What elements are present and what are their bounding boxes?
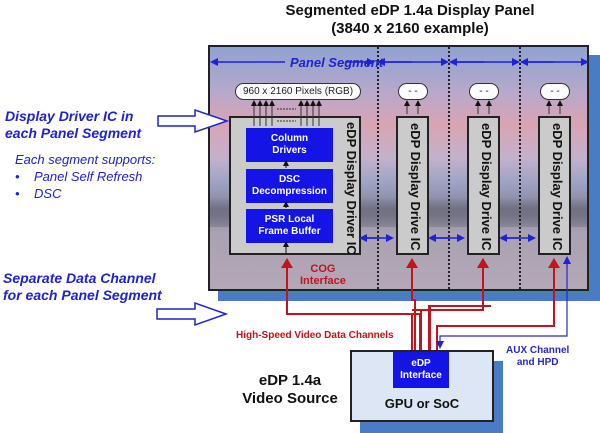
driver-ic-note: Display Driver IC in each Panel Segment (5, 108, 141, 142)
block-text: Decompression (251, 186, 328, 197)
source-line: Video Source (242, 390, 338, 407)
bullet-icon: • (15, 186, 20, 201)
source-line: eDP 1.4a (258, 372, 322, 389)
video-channel-3 (429, 258, 489, 350)
supports-item-dsc: • DSC (15, 186, 61, 202)
segment-3-ic-label: eDP Display Drive IC (479, 123, 494, 251)
video-channel-1 (281, 258, 413, 350)
aux-channel-label: AUX Channel and HPD (506, 345, 569, 369)
cog-line: COG (310, 263, 336, 275)
segment-2-ic-label: eDP Display Drive IC (408, 123, 423, 251)
cog-interface-label: COG Interface (300, 263, 346, 287)
supports-text: DSC (34, 186, 62, 201)
segment-1-ic-label: eDP Display Driver IC (344, 122, 359, 255)
segment-divider (448, 47, 450, 289)
block-text: DSC (278, 174, 301, 185)
segment-3-pixels: - - (469, 83, 499, 100)
note-line: for each Panel Segment (3, 287, 162, 303)
video-channel-4 (436, 258, 560, 350)
data-channel-note: Separate Data Channel for each Panel Seg… (3, 270, 162, 304)
video-data-channels-2 (406, 258, 560, 350)
interface-line: eDP (411, 358, 431, 369)
display-panel: Panel Segment 960 x 2160 Pixels (RGB) - … (208, 45, 589, 291)
note-line: Display Driver IC in (5, 108, 134, 124)
aux-line: AUX Channel (506, 345, 570, 356)
segment-3-driver-ic: eDP Display Drive IC (467, 116, 500, 255)
segment-1-pixels: 960 x 2160 Pixels (RGB) (235, 83, 361, 100)
block-text: Drivers (272, 145, 307, 156)
block-text: PSR Local (264, 214, 315, 225)
video-channel-2b (428, 305, 491, 350)
supports-item-psr: • Panel Self Refresh (15, 169, 142, 185)
block-text: Frame Buffer (258, 226, 321, 237)
panel-segment-label: Panel Segment (290, 55, 384, 70)
aux-channel-line (436, 256, 571, 349)
interface-line: Interface (400, 370, 442, 381)
gpu-soc-label: GPU or SoC (384, 396, 460, 411)
segment-4-pixels: - - (540, 83, 570, 100)
bullet-icon: • (15, 169, 20, 184)
data-channel-callout-arrow (156, 301, 229, 327)
note-line: each Panel Segment (5, 125, 142, 141)
pixel-output-arrows (251, 100, 563, 126)
video-source-label: eDP 1.4a Video Source (230, 372, 350, 408)
segment-divider (377, 47, 379, 289)
segment-2-driver-ic: eDP Display Drive IC (396, 116, 429, 255)
block-text: Column (270, 133, 309, 144)
segment-2-pixels: - - (398, 83, 428, 100)
video-channels-label: High-Speed Video Data Channels (236, 330, 394, 341)
note-line: Separate Data Channel (3, 270, 156, 286)
title-line-2: (3840 x 2160 example) (331, 20, 489, 37)
supports-text: Panel Self Refresh (34, 169, 143, 184)
aux-line: and HPD (516, 357, 559, 368)
cog-line: Interface (300, 275, 346, 287)
diagram-title: Segmented eDP 1.4a Display Panel (3840 x… (220, 2, 600, 38)
segment-4-ic-label: eDP Display Drive IC (550, 123, 565, 251)
title-line-1: Segmented eDP 1.4a Display Panel (285, 2, 535, 19)
driver-ic-callout-arrow (157, 108, 230, 134)
video-channel-2-up (406, 258, 418, 350)
supports-intro: Each segment supports: (15, 152, 156, 167)
segment-4-driver-ic: eDP Display Drive IC (538, 116, 571, 255)
segment-divider (519, 47, 521, 289)
